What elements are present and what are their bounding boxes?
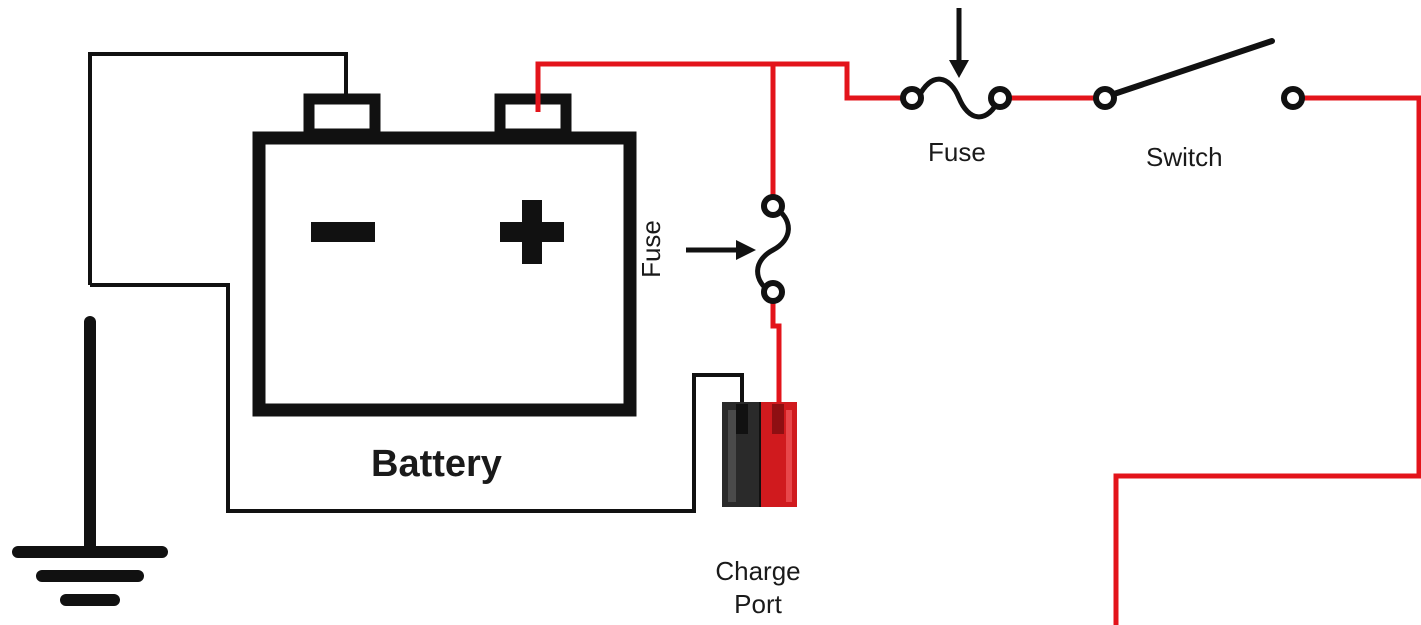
positive-wires <box>535 61 1421 625</box>
charge-branch-wire-bottom <box>770 300 782 408</box>
switch-right-contact <box>1281 86 1305 110</box>
ground-symbol <box>12 316 168 606</box>
switch-output-wire <box>1113 95 1421 625</box>
charge-port-negative-wire <box>90 283 744 513</box>
charge-port-red-highlight <box>786 410 792 502</box>
charge-port-label-line1: Charge <box>715 556 801 586</box>
charge-port-label-line2: Port <box>734 589 782 619</box>
charge-fuse <box>686 194 791 304</box>
ground-wires <box>88 52 744 513</box>
battery-minus-sign <box>311 222 375 242</box>
main-fuse-left-contact <box>900 86 924 110</box>
charge-fuse-arrow-head <box>736 240 756 260</box>
battery-label: Battery <box>371 443 502 485</box>
battery-negative-terminal <box>303 93 381 140</box>
charge-port-connector <box>722 402 797 507</box>
charge-fuse-top-contact <box>761 194 785 218</box>
switch-left-contact <box>1093 86 1117 110</box>
charge-port-red-contact <box>772 404 784 434</box>
charge-fuse-element <box>755 203 791 297</box>
negative-terminal-wire <box>88 52 348 285</box>
battery-positive-terminal <box>494 93 572 140</box>
charge-fuse-bottom-contact <box>761 280 785 304</box>
battery <box>252 93 637 417</box>
main-fuse <box>900 8 1012 120</box>
main-fuse-label: Fuse <box>928 137 986 167</box>
battery-body <box>252 131 637 417</box>
main-fuse-right-contact <box>988 86 1012 110</box>
switch-lever <box>1105 38 1275 99</box>
battery-plus-sign-vertical <box>522 200 542 264</box>
positive-terminal-wire <box>535 61 912 112</box>
switch <box>1093 38 1305 110</box>
charge-port-label: Charge Port <box>702 555 814 621</box>
charge-port-black-contact <box>736 404 748 434</box>
main-fuse-arrow-head <box>949 60 969 78</box>
charge-fuse-label: Fuse <box>635 220 666 278</box>
charge-port-black-highlight <box>728 410 736 502</box>
switch-label: Switch <box>1146 142 1223 172</box>
main-fuse-element <box>915 76 1003 120</box>
